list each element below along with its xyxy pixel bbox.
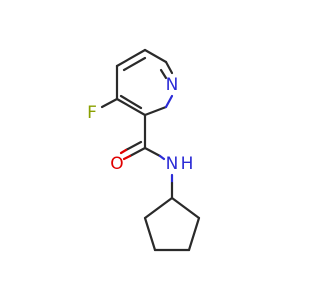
bond-c3-f — [100, 97, 119, 109]
bond-cp5-cp1 — [143, 196, 174, 220]
bond-c2-c3 — [115, 97, 147, 117]
bond-cp2-cp3 — [187, 216, 201, 252]
atom-carbonyl-oxygen: O — [110, 154, 123, 174]
bond-n1-c2-n-part — [164, 94, 174, 109]
bond-carbonyl-o — [128, 146, 147, 158]
cyclopentane-ring — [143, 196, 201, 252]
bond-c5-c6 — [143, 48, 168, 64]
bond-carbonyl-o-2-red — [119, 148, 128, 155]
bond-carbonyl-n-blue — [158, 154, 166, 161]
bond-c4-c5-inner — [122, 56, 147, 72]
bond-c4-c5 — [115, 48, 147, 68]
atom-amide-hydrogen: H — [181, 154, 194, 174]
bond-c6-n1 — [164, 60, 174, 75]
bond-carbonyl-n — [143, 146, 162, 158]
molecule-structure: N F O N H — [87, 48, 201, 252]
bond-carbonyl-o-red — [122, 154, 132, 161]
bond-carbonyl-o-2 — [124, 140, 143, 152]
bond-cp4-cp5 — [143, 216, 157, 252]
bond-n1-c2 — [143, 105, 168, 117]
atom-fluorine: F — [87, 103, 97, 123]
bond-cp1-cp2 — [170, 196, 201, 220]
atom-pyridine-n: N — [166, 75, 179, 95]
pyridine-ring — [115, 48, 174, 117]
atom-amide-nitrogen: N — [166, 154, 179, 174]
bond-c2-c3-inner — [119, 94, 143, 110]
bond-c6-n1-inner — [159, 68, 168, 80]
